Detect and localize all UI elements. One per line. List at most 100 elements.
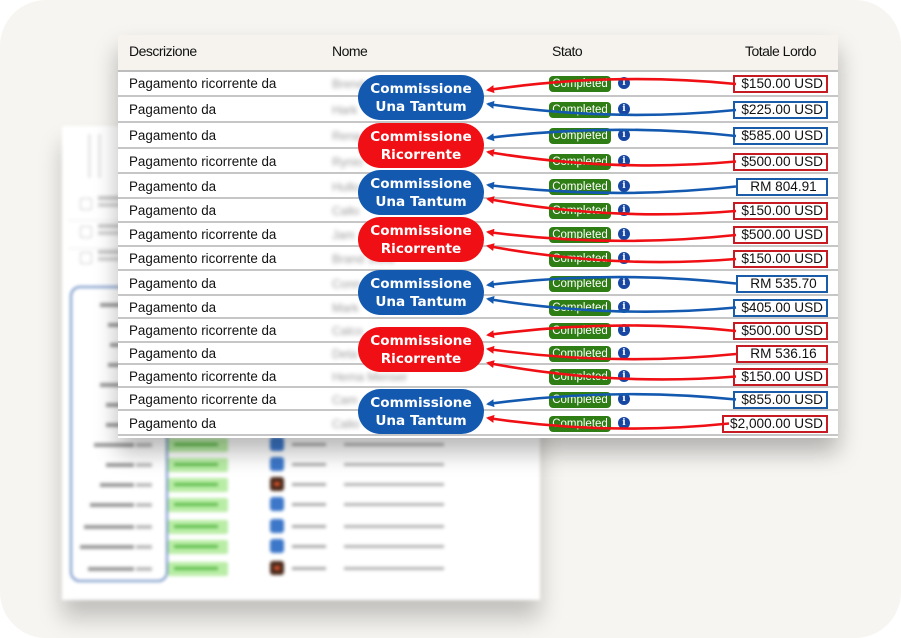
gross-amount: $500.00 USD bbox=[733, 152, 828, 171]
status-badge: Completed bbox=[549, 76, 611, 92]
checkbox-icon[interactable] bbox=[80, 198, 92, 210]
card-brand-icon bbox=[270, 457, 284, 471]
checkbox-icon[interactable] bbox=[80, 252, 92, 264]
row-description: Pagamento da bbox=[129, 346, 217, 361]
gross-amount: $150.00 USD bbox=[733, 367, 828, 386]
pill-line2: Una Tantum bbox=[375, 293, 467, 310]
gross-amount: RM 804.91 bbox=[736, 177, 828, 196]
row-description: Pagamento ricorrente da bbox=[129, 251, 277, 266]
background-checkbox-row[interactable] bbox=[68, 246, 128, 274]
background-row bbox=[62, 560, 540, 580]
row-description: Pagamento ricorrente da bbox=[129, 391, 277, 407]
info-icon[interactable]: i bbox=[618, 252, 630, 264]
card-brand-icon bbox=[270, 539, 284, 553]
table-header: Descrizione Nome Stato Totale Lordo bbox=[118, 35, 838, 72]
row-name: Cam bbox=[332, 392, 358, 407]
gross-amount: $150.00 USD bbox=[733, 250, 828, 268]
row-description: Pagamento ricorrente da bbox=[129, 368, 277, 384]
row-description: Pagamento da bbox=[129, 178, 217, 194]
pill-line2: Ricorrente bbox=[380, 146, 462, 163]
success-badge bbox=[168, 438, 228, 452]
success-badge bbox=[168, 478, 228, 492]
background-checkbox-row[interactable] bbox=[68, 192, 128, 221]
pill-line1: Commissione bbox=[370, 128, 472, 145]
row-name: Calio bbox=[332, 416, 360, 431]
info-icon[interactable]: i bbox=[618, 347, 630, 359]
pill-line1: Commissione bbox=[370, 80, 472, 97]
gross-amount: $585.00 USD bbox=[733, 127, 828, 145]
row-name: Mark bbox=[332, 300, 359, 315]
status-badge: Completed bbox=[549, 391, 611, 408]
row-description: Pagamento da bbox=[129, 102, 217, 117]
card-brand-icon bbox=[270, 561, 284, 575]
row-name: Hark bbox=[332, 103, 358, 117]
background-row bbox=[62, 456, 540, 476]
gross-amount: $150.00 USD bbox=[733, 75, 828, 93]
info-icon[interactable]: i bbox=[618, 369, 630, 382]
card-brand-icon bbox=[270, 519, 284, 533]
info-icon[interactable]: i bbox=[618, 77, 630, 89]
status-badge: Completed bbox=[549, 203, 611, 219]
pill-line2: Una Tantum bbox=[375, 193, 467, 210]
success-badge bbox=[168, 520, 228, 534]
info-icon[interactable]: i bbox=[618, 392, 630, 405]
info-icon[interactable]: i bbox=[618, 300, 630, 313]
info-icon[interactable]: i bbox=[618, 103, 630, 115]
row-name: Deta bbox=[332, 347, 358, 361]
row-name: Rynio bbox=[332, 154, 363, 169]
status-badge: Completed bbox=[549, 227, 611, 243]
row-description: Pagamento ricorrente da bbox=[129, 76, 277, 91]
checkbox-icon[interactable] bbox=[80, 226, 92, 238]
success-badge bbox=[168, 458, 228, 472]
gross-amount: $225.00 USD bbox=[733, 101, 828, 119]
pill-line2: Ricorrente bbox=[380, 350, 462, 367]
status-badge: Completed bbox=[549, 415, 611, 432]
gross-amount: RM 536.16 bbox=[736, 345, 828, 363]
row-description: Pagamento ricorrente da bbox=[129, 227, 277, 242]
status-badge: Completed bbox=[549, 346, 611, 362]
pill-line1: Commissione bbox=[370, 275, 472, 292]
info-icon[interactable]: i bbox=[618, 179, 630, 192]
info-icon[interactable]: i bbox=[618, 276, 630, 289]
card-brand-icon bbox=[270, 477, 284, 491]
pill-line1: Commissione bbox=[370, 332, 472, 349]
success-badge bbox=[168, 498, 228, 512]
pill-line1: Commissione bbox=[370, 222, 472, 239]
header-description[interactable]: Descrizione bbox=[129, 43, 197, 59]
background-row bbox=[62, 518, 540, 538]
header-name[interactable]: Nome bbox=[332, 43, 368, 59]
pill-line1: Commissione bbox=[370, 175, 472, 192]
status-badge: Completed bbox=[549, 153, 611, 170]
success-badge bbox=[168, 540, 228, 554]
status-badge: Completed bbox=[549, 178, 611, 195]
success-badge bbox=[168, 562, 228, 576]
info-icon[interactable]: i bbox=[618, 416, 630, 429]
info-icon[interactable]: i bbox=[618, 154, 630, 167]
row-description: Pagamento da bbox=[129, 203, 217, 218]
info-icon[interactable]: i bbox=[618, 129, 630, 141]
gross-amount: RM 535.70 bbox=[736, 274, 828, 293]
background-checkbox-row[interactable] bbox=[68, 220, 128, 249]
row-name: Hullo bbox=[332, 179, 360, 194]
gross-amount: $500.00 USD bbox=[733, 226, 828, 244]
background-row bbox=[62, 436, 540, 456]
background-row bbox=[62, 496, 540, 516]
header-gross-total[interactable]: Totale Lordo bbox=[744, 43, 817, 59]
status-badge: Completed bbox=[549, 323, 611, 339]
row-description: Pagamento da bbox=[129, 299, 217, 315]
background-row bbox=[62, 538, 540, 558]
gross-amount: $855.00 USD bbox=[733, 390, 828, 409]
info-icon[interactable]: i bbox=[618, 204, 630, 216]
row-name: Rena bbox=[332, 129, 361, 143]
row-description: Pagamento da bbox=[129, 275, 217, 291]
card-brand-icon bbox=[270, 497, 284, 511]
info-icon[interactable]: i bbox=[618, 324, 630, 336]
header-status[interactable]: Stato bbox=[552, 43, 583, 59]
info-icon[interactable]: i bbox=[618, 228, 630, 240]
